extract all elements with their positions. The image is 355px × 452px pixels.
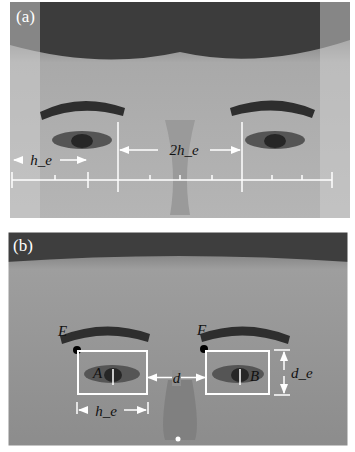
dimension-label: 2h_e — [169, 142, 198, 158]
eye-box: A — [77, 350, 148, 395]
eye-box: B — [205, 350, 270, 395]
dimension-label: F — [197, 322, 206, 338]
dimension-label: h_e — [95, 403, 117, 419]
dimension-label: E — [58, 323, 67, 339]
scale-lines — [12, 122, 332, 192]
dimension-label: d_e — [291, 365, 313, 381]
face-b — [6, 230, 350, 448]
face-a — [10, 2, 350, 218]
panel-label: (a) — [16, 8, 35, 26]
panel-label: (b) — [13, 237, 33, 255]
distance-label: d — [172, 370, 182, 386]
point-label: A — [93, 365, 102, 381]
dimension-label: h_e — [30, 152, 52, 168]
point-label: B — [250, 368, 259, 384]
